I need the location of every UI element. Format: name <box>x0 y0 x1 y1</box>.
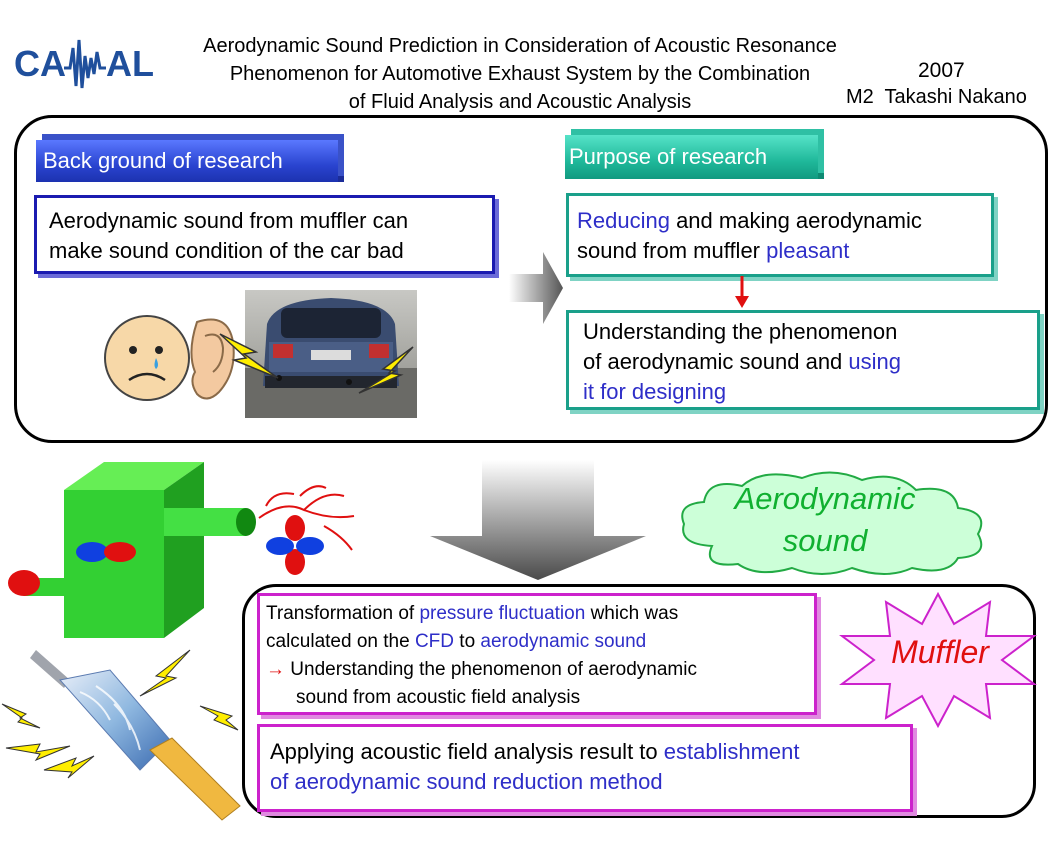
highlight-text: CFD <box>414 631 455 652</box>
background-text-line: Aerodynamic sound from muffler can <box>49 208 409 233</box>
svg-text:AL: AL <box>106 43 154 84</box>
background-text-line: make sound condition of the car bad <box>49 238 404 263</box>
text: Applying acoustic field analysis result … <box>270 739 664 764</box>
author: M2 Takashi Nakano <box>846 86 1027 108</box>
highlight-text: establishment <box>663 739 800 764</box>
arrow-icon: → <box>266 659 285 680</box>
highlight-text: of aerodynamic sound reduction method <box>270 769 663 794</box>
text: sound from muffler <box>577 238 767 263</box>
muffler-label: Muffler <box>891 634 989 670</box>
background-heading: Back ground of research <box>36 140 338 182</box>
title-line: Phenomenon for Automotive Exhaust System… <box>229 63 811 85</box>
highlight-text: pleasant <box>766 238 850 263</box>
purpose-box-understand: Understanding the phenomenon of aerodyna… <box>566 310 1040 410</box>
page-title: Aerodynamic Sound Prediction in Consider… <box>140 32 900 116</box>
method-panel <box>242 584 1036 818</box>
method-box-transformation: Transformation of pressure fluctuation w… <box>257 593 817 715</box>
highlight-text: pressure fluctuation <box>419 603 586 624</box>
cloud-shape <box>681 471 983 575</box>
highlight-text: aerodynamic sound <box>480 631 647 652</box>
title-line: of Fluid Analysis and Acoustic Analysis <box>348 91 692 113</box>
purpose-heading: Purpose of research <box>565 135 818 179</box>
text: sound from acoustic field analysis <box>296 687 581 708</box>
muffler-model-illustration <box>8 462 355 638</box>
text: which was <box>585 603 679 624</box>
down-arrow-icon <box>735 276 749 308</box>
text: to <box>454 631 481 652</box>
text: calculated on the <box>266 631 415 652</box>
method-box-applying: Applying acoustic field analysis result … <box>257 724 913 812</box>
sound-bolt-icon <box>219 333 279 379</box>
cloud-label-line: Aerodynamic <box>734 481 916 516</box>
background-text-box: Aerodynamic sound from muffler can make … <box>34 195 495 274</box>
text: Understanding the phenomenon of aerodyna… <box>285 659 697 680</box>
svg-text:CA: CA <box>14 43 66 84</box>
sound-bolt-icon <box>358 346 414 394</box>
research-panel <box>14 115 1048 443</box>
text: Understanding the phenomenon <box>583 319 898 344</box>
cloud-label: Aerodynamic sound <box>705 478 945 562</box>
purpose-box-reduce: Reducing and making aerodynamic sound fr… <box>566 193 994 277</box>
camal-logo: CA AL <box>14 39 154 89</box>
title-line: Aerodynamic Sound Prediction in Consider… <box>203 35 837 57</box>
year: 2007 <box>918 59 965 82</box>
highlight-text: using <box>848 349 901 374</box>
cloud-label-line: sound <box>782 523 868 558</box>
right-arrow-icon <box>509 252 563 324</box>
sad-face-icon <box>104 315 190 401</box>
highlight-text: Reducing <box>577 208 670 233</box>
ear-icon <box>190 318 235 400</box>
text: and making aerodynamic <box>669 208 922 233</box>
text: of aerodynamic sound and <box>583 349 849 374</box>
cfd-muffler-illustration <box>1 649 241 821</box>
big-down-arrow-icon <box>430 460 646 580</box>
text: Transformation of <box>266 603 420 624</box>
muffler-starburst <box>839 591 1037 729</box>
highlight-text: it for designing <box>583 379 727 404</box>
